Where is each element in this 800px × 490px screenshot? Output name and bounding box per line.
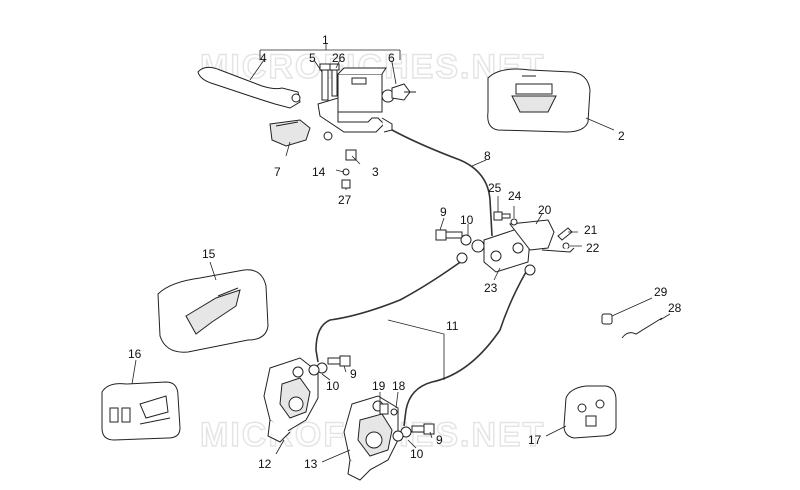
leader-11: [387, 319, 445, 380]
label-10-left: 10: [326, 379, 340, 393]
leaders-right-caliper: [321, 391, 433, 463]
label-27: 27: [338, 193, 352, 207]
label-1: 1: [322, 33, 329, 47]
label-25: 25: [488, 181, 502, 195]
label-9-upper: 9: [440, 205, 447, 219]
label-8: 8: [484, 149, 491, 163]
kit-2: [487, 68, 591, 133]
leader-17: [545, 425, 567, 437]
kit-17: [563, 385, 617, 439]
leaders-left-caliper: [275, 365, 347, 455]
leader-16: [131, 359, 137, 385]
label-3: 3: [372, 165, 379, 179]
brake-hose-11b: [403, 271, 527, 427]
banjo-upper: [471, 239, 485, 253]
screw-25: [493, 211, 511, 221]
screw-26: [329, 63, 340, 97]
label-24: 24: [508, 189, 522, 203]
label-11: 11: [446, 319, 459, 333]
screw-27: [341, 179, 351, 189]
cap-29: [601, 313, 613, 325]
fitting-11a: [456, 252, 468, 264]
label-17: 17: [528, 433, 542, 447]
brake-hose-11a: [315, 257, 467, 363]
fitting-11b: [524, 264, 536, 276]
leaders-28-29: [611, 297, 671, 321]
bolt-9-left: [327, 355, 351, 367]
banjo-left: [308, 364, 320, 376]
label-2: 2: [618, 129, 625, 143]
label-14: 14: [312, 165, 326, 179]
screw-5: [319, 63, 331, 101]
clip-28: [621, 317, 663, 339]
label-26: 26: [332, 51, 346, 65]
label-15: 15: [202, 247, 216, 261]
label-13: 13: [304, 457, 318, 471]
caliper-13: [343, 395, 399, 481]
kit-15: [157, 269, 269, 353]
cap-18: [390, 408, 398, 416]
washer-24: [510, 218, 518, 226]
brake-hose-8: [391, 129, 493, 237]
label-10-upper: 10: [460, 213, 474, 227]
label-28: 28: [668, 301, 682, 315]
label-18: 18: [392, 379, 406, 393]
label-7: 7: [274, 165, 281, 179]
bracket-20: [509, 219, 555, 251]
leaders-middle: [439, 196, 582, 281]
clamp-nut-3: [345, 149, 357, 161]
leader-15: [209, 261, 217, 281]
label-9-right: 9: [436, 433, 443, 447]
kit-16: [101, 381, 181, 441]
caliper-12: [263, 357, 319, 443]
label-21: 21: [584, 223, 598, 237]
bleeder-19: [379, 403, 389, 415]
label-20: 20: [538, 203, 552, 217]
leader-8: [471, 159, 487, 167]
washer-10-upper: [460, 234, 472, 246]
label-12: 12: [258, 457, 272, 471]
screw-21: [557, 227, 573, 241]
bolt-9-right: [411, 423, 435, 435]
label-19: 19: [372, 379, 386, 393]
label-23: 23: [484, 281, 498, 295]
label-9-left: 9: [350, 367, 357, 381]
washer-5: [323, 131, 333, 141]
label-16: 16: [128, 347, 142, 361]
brake-switch: [391, 83, 416, 101]
brake-lever: [197, 66, 301, 109]
label-5: 5: [309, 51, 316, 65]
label-22: 22: [586, 241, 600, 255]
banjo-right: [392, 430, 404, 442]
label-29: 29: [654, 285, 668, 299]
label-10-right: 10: [410, 447, 424, 461]
plate-23: [541, 247, 575, 253]
master-cylinder: [317, 67, 395, 133]
group-bracket-1: [259, 44, 401, 60]
leader-2: [585, 117, 615, 131]
label-4: 4: [260, 51, 267, 65]
lever-cover: [269, 119, 311, 147]
leaders-upper: [249, 59, 397, 190]
bolt-9-upper: [435, 229, 463, 241]
nut-22: [562, 242, 570, 250]
label-6: 6: [388, 51, 395, 65]
